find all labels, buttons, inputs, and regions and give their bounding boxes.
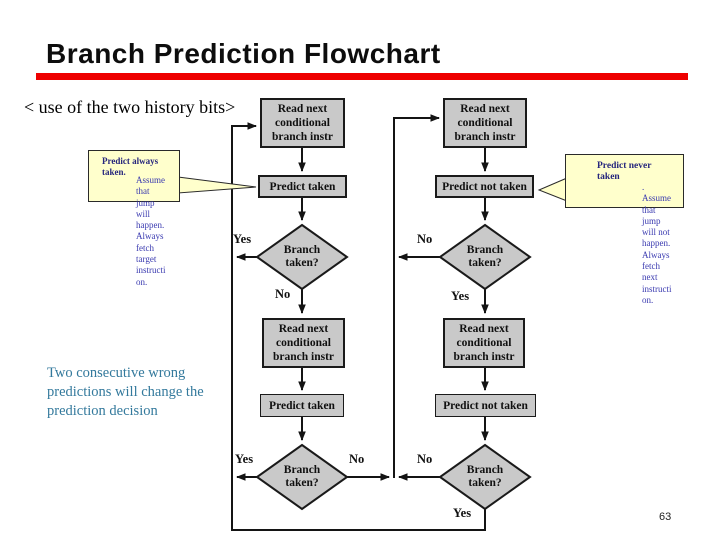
callout-predict-never-taken: Predict never taken . Assume that jump w… <box>565 154 684 305</box>
label-no-d1-right: No <box>417 232 433 246</box>
title-underline-bar <box>36 73 688 80</box>
node-predict-not-taken-2: Predict not taken <box>435 394 536 417</box>
diamond-branch-taken-3 <box>255 443 349 511</box>
callout-left-body: Assume that jump will happen. Always fet… <box>136 175 166 287</box>
label-no-d2-right: No <box>417 452 433 466</box>
page-number: 63 <box>659 511 672 523</box>
node-predict-taken-2: Predict taken <box>260 394 344 417</box>
callout-predict-always-taken: Predict always taken. Assume that jump w… <box>88 150 180 287</box>
node-read-next-top-right: Read next conditional branch instr <box>443 98 527 148</box>
decision-branch-taken-1: Branch taken? <box>283 244 321 269</box>
diamond-branch-taken-1 <box>255 223 349 291</box>
feedback-line-middle <box>393 114 440 478</box>
node-predict-taken-1: Predict taken <box>258 175 347 198</box>
callout-pointer-left <box>177 176 257 194</box>
diamond-branch-taken-2 <box>438 223 532 291</box>
label-no-d1-left: No <box>275 287 291 301</box>
diamond-branch-taken-4 <box>438 443 532 511</box>
callout-pointer-right <box>537 177 568 202</box>
node-read-next-mid-left: Read next conditional branch instr <box>262 318 345 368</box>
decision-branch-taken-3: Branch taken? <box>283 464 321 489</box>
label-yes-d1-right: Yes <box>451 289 470 303</box>
label-yes-d1-left: Yes <box>233 232 252 246</box>
subtitle-text: < use of the two history bits> <box>24 97 236 117</box>
callout-left-heading: Predict always taken. <box>102 156 159 177</box>
decision-branch-taken-4: Branch taken? <box>466 464 504 489</box>
feedback-line-left <box>231 122 486 531</box>
page-title: Branch Prediction Flowchart <box>46 38 441 69</box>
node-read-next-top-left: Read next conditional branch instr <box>260 98 345 148</box>
node-read-next-mid-right: Read next conditional branch instr <box>443 318 525 368</box>
decision-branch-taken-2: Branch taken? <box>466 244 504 269</box>
label-no-d2-left: No <box>349 452 365 466</box>
node-predict-not-taken-1: Predict not taken <box>435 175 534 198</box>
callout-right-body: . Assume that jump will not happen. Alwa… <box>642 182 672 305</box>
label-yes-d2-right: Yes <box>453 506 472 520</box>
note-text: Two consecutive wrong predictions will c… <box>47 365 204 419</box>
callout-right-heading: Predict never taken <box>597 161 652 182</box>
label-yes-d2-left: Yes <box>235 452 254 466</box>
